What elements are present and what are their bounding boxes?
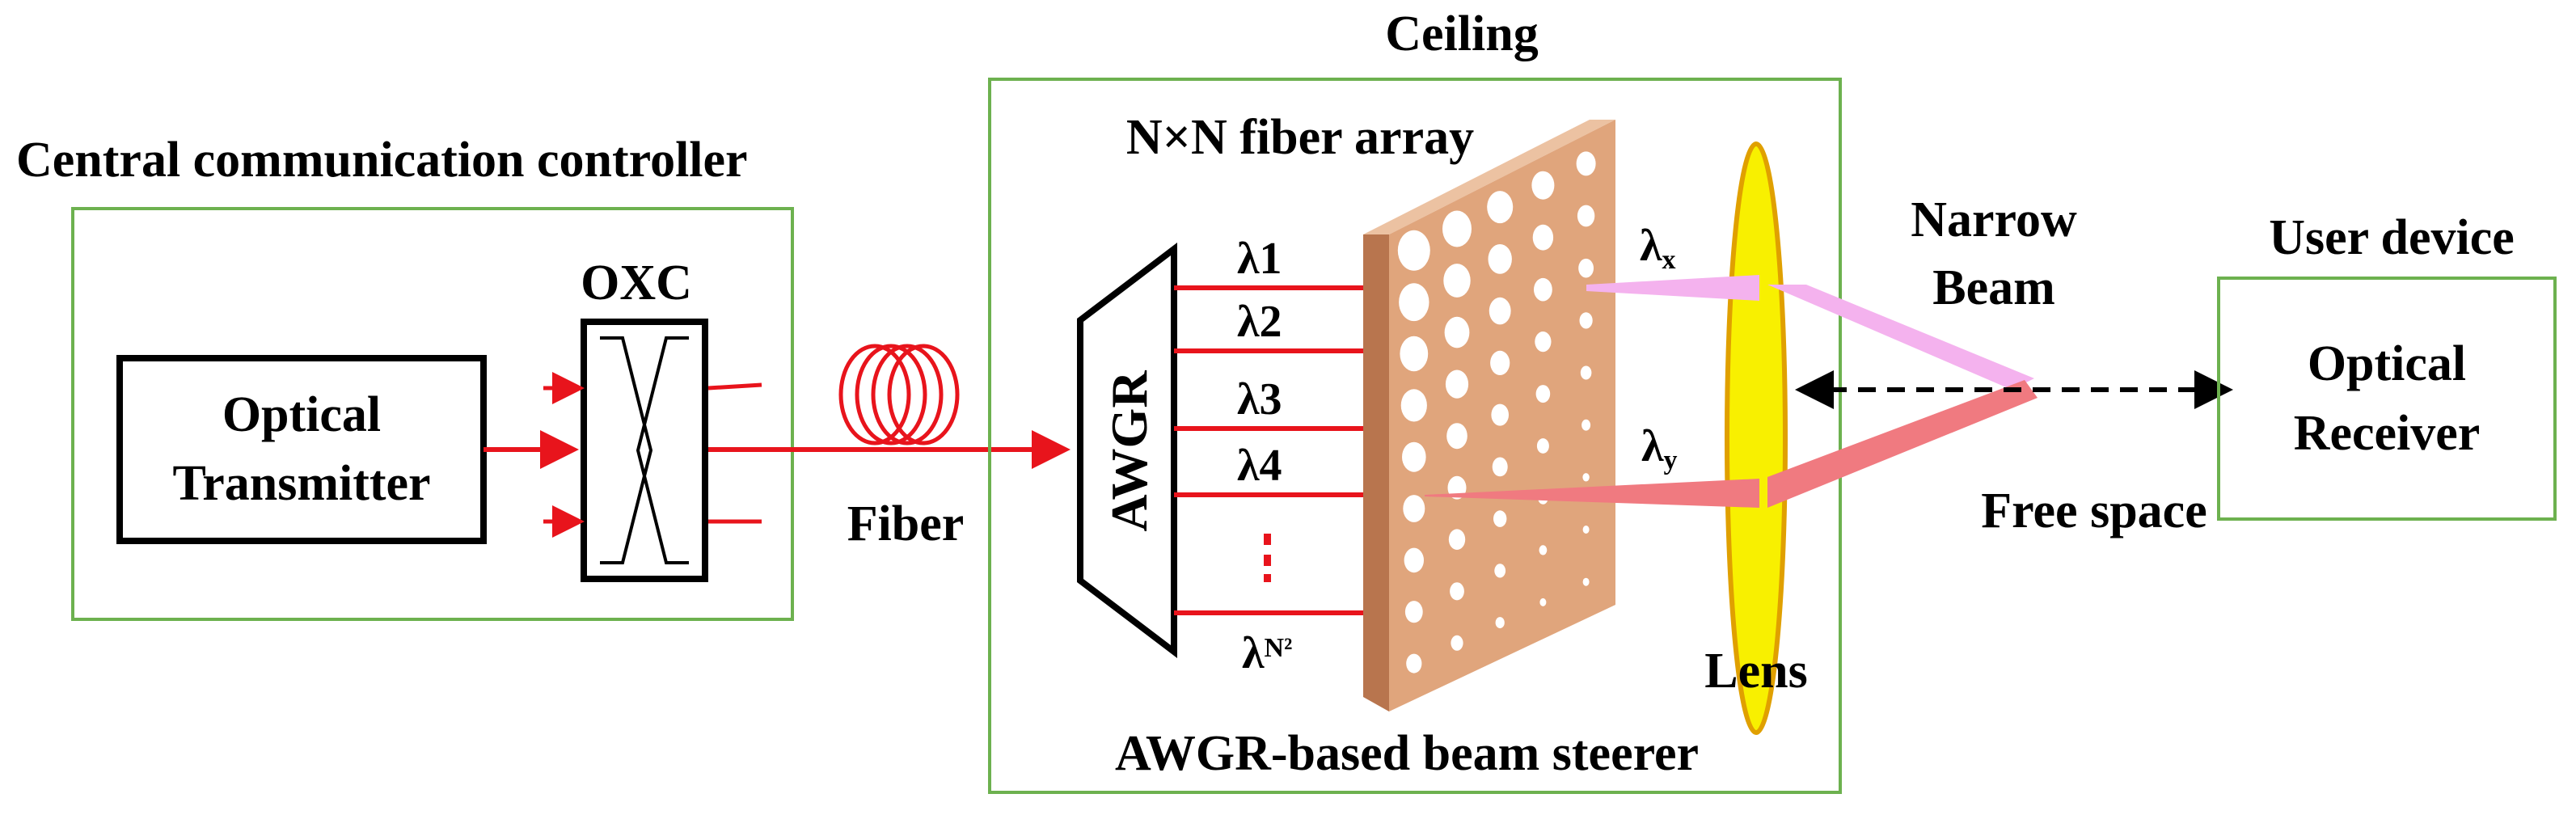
fiber-array-holes bbox=[1397, 151, 1596, 674]
fiber-array-hole bbox=[1451, 635, 1463, 651]
fiber-array-hole bbox=[1406, 653, 1422, 674]
optical-transmitter-box bbox=[116, 355, 487, 544]
lambda-2-label: λ2 bbox=[1237, 297, 1282, 347]
fiber-array-hole bbox=[1490, 350, 1510, 375]
fiber-array-hole bbox=[1582, 473, 1590, 482]
beam-lambda-x-in bbox=[1586, 275, 1759, 301]
fiber-array-hole bbox=[1493, 510, 1507, 527]
fiber-array-label: N×N fiber array bbox=[1126, 110, 1474, 165]
lambda-4-label: λ4 bbox=[1237, 441, 1282, 491]
fiber-array-hole bbox=[1539, 545, 1548, 555]
lambda-1-label: λ1 bbox=[1237, 234, 1282, 284]
fiber-array-hole bbox=[1578, 258, 1594, 278]
fiber-array-hole bbox=[1577, 205, 1595, 227]
oxc-label: OXC bbox=[581, 255, 692, 310]
fiber-array-hole bbox=[1532, 224, 1554, 251]
optical-receiver-label-line1: Optical bbox=[2308, 336, 2466, 391]
lambda-x-label: λx bbox=[1640, 221, 1676, 275]
fiber-label: Fiber bbox=[847, 496, 965, 551]
fiber-array-hole bbox=[1535, 331, 1552, 353]
narrow-beam-lambda-y-out bbox=[1767, 380, 2038, 508]
fiber-array-hole bbox=[1534, 277, 1552, 302]
beam-lambda-y-in bbox=[1425, 479, 1759, 508]
fiber-array-hole bbox=[1487, 191, 1514, 224]
oxc-output-line-1 bbox=[707, 382, 762, 391]
user-device-label: User device bbox=[2269, 210, 2515, 265]
vertical-ellipsis-dots bbox=[1264, 534, 1271, 582]
fiber-array-hole bbox=[1402, 441, 1426, 472]
fiber-array-hole bbox=[1494, 564, 1506, 578]
fiber-array-hole bbox=[1581, 419, 1591, 431]
fiber-array-hole bbox=[1404, 601, 1423, 623]
optical-transmitter-label-line1: Optical bbox=[222, 387, 381, 442]
fiber-array-hole bbox=[1576, 151, 1596, 176]
fiber-array-hole bbox=[1582, 577, 1590, 586]
oxc-switch-path-right bbox=[636, 336, 689, 564]
fiber-array-hole bbox=[1536, 438, 1549, 454]
optical-receiver-label-line2: Receiver bbox=[2294, 406, 2481, 461]
beam-steerer-box bbox=[988, 78, 1842, 794]
narrow-beam-label-line2: Beam bbox=[1932, 260, 2055, 315]
fiber-array-hole bbox=[1450, 582, 1464, 601]
beam-steerer-label: AWGR-based beam steerer bbox=[1115, 726, 1699, 781]
fiber-array-hole bbox=[1580, 365, 1592, 380]
fiber-array-hole bbox=[1535, 385, 1551, 403]
central-controller-box bbox=[71, 207, 794, 621]
fiber-array-hole bbox=[1400, 389, 1427, 422]
oxc-box bbox=[581, 319, 708, 582]
fiber-array-hole bbox=[1397, 230, 1430, 271]
fiber-array-hole bbox=[1442, 210, 1472, 247]
central-controller-label: Central communication controller bbox=[16, 133, 748, 188]
fiber-array-hole bbox=[1491, 403, 1509, 426]
fiber-array-hole bbox=[1539, 598, 1547, 606]
fiber-array-hole bbox=[1446, 423, 1467, 450]
fiber-array-hole bbox=[1403, 495, 1425, 522]
narrow-beam-lambda-x-out bbox=[1767, 285, 2034, 390]
fiber-array-hole bbox=[1531, 171, 1555, 200]
awgr-block bbox=[1077, 242, 1177, 659]
fiber-array-hole bbox=[1444, 316, 1470, 348]
narrow-beam-label-line1: Narrow bbox=[1911, 192, 2077, 247]
ceiling-label: Ceiling bbox=[1385, 6, 1538, 61]
free-space-label: Free space bbox=[1981, 484, 2206, 538]
fiber-coil-icon bbox=[838, 344, 960, 446]
fiber-array-hole bbox=[1445, 369, 1469, 399]
fiber-array-hole bbox=[1399, 283, 1429, 322]
fiber-array-hole bbox=[1582, 526, 1590, 534]
fiber-array-block bbox=[1363, 120, 1615, 712]
fiber-array-hole bbox=[1448, 529, 1466, 550]
lens-label: Lens bbox=[1704, 644, 1807, 699]
fiber-array-hole bbox=[1404, 547, 1425, 573]
lambda-n2-label: λN² bbox=[1242, 628, 1292, 678]
fiber-array-hole bbox=[1443, 264, 1471, 298]
lambda-y-label: λy bbox=[1641, 421, 1678, 475]
oxc-switch-path-left bbox=[600, 336, 653, 564]
fiber-array-hole bbox=[1579, 312, 1593, 329]
optical-transmitter-label-line2: Transmitter bbox=[172, 456, 430, 511]
fiber-array-hole bbox=[1492, 457, 1508, 477]
user-device-box bbox=[2217, 277, 2557, 521]
fiber-array-hole bbox=[1495, 617, 1505, 629]
awgr-output-lines bbox=[1174, 285, 1365, 615]
lambda-3-label: λ3 bbox=[1237, 374, 1282, 424]
fiber-array-hole bbox=[1489, 297, 1511, 325]
fiber-array-hole bbox=[1400, 336, 1429, 372]
awgr-label: AWGR bbox=[1100, 370, 1158, 532]
fiber-array-hole bbox=[1488, 244, 1512, 274]
